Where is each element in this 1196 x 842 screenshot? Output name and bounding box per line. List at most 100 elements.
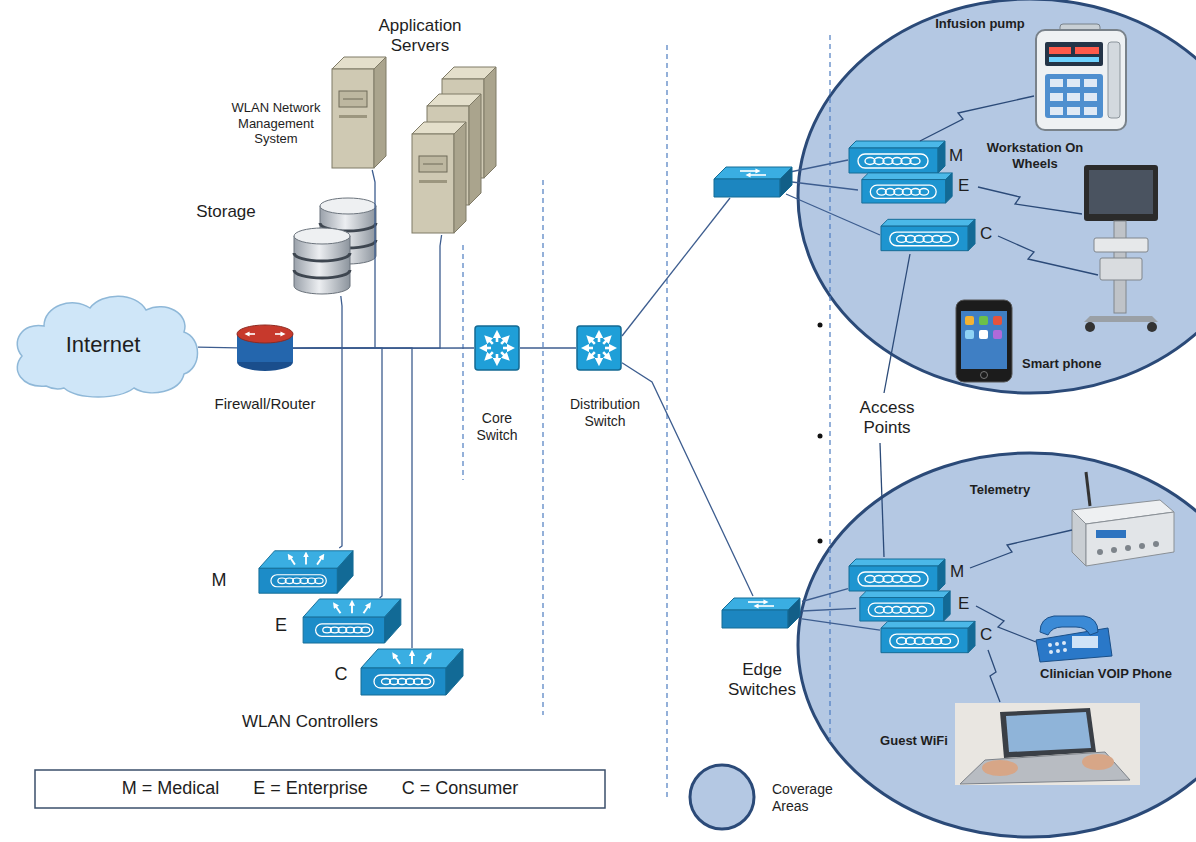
legend-box [35, 770, 605, 808]
server-icon [412, 122, 466, 233]
storage-icon [294, 228, 350, 294]
infusion-pump-image [1108, 42, 1120, 118]
smart-phone-image [993, 330, 1002, 339]
storage-icon [294, 198, 376, 294]
smart-phone-image [956, 300, 1012, 382]
zone-divider [542, 180, 543, 715]
wireless-link [970, 530, 1072, 568]
continuation-dots [818, 323, 823, 328]
telemetry-image [1111, 547, 1117, 553]
guest-laptop-image [955, 703, 1140, 785]
voip-phone-image [1048, 643, 1052, 647]
smart-phone-image [956, 300, 1012, 382]
wireless-link [978, 187, 1082, 214]
switch-icon [475, 326, 519, 370]
voip-phone-image [1048, 641, 1067, 654]
legend-text-row: M = MedicalE = EnterpriseC = Consumer [35, 770, 605, 808]
device-node: Guest WiFi [955, 703, 1140, 785]
access-point: C [880, 620, 976, 654]
infusion-pump-image [1050, 79, 1063, 87]
access-point-icon [860, 591, 950, 621]
voip-phone-image [1063, 648, 1067, 652]
wired-link [622, 160, 880, 336]
network-link [293, 170, 375, 348]
node-label: E [268, 615, 294, 637]
network-link [293, 235, 442, 348]
network-link [293, 348, 342, 548]
network-link [293, 348, 382, 598]
continuation-dots [818, 323, 823, 544]
node-label: Edge Switches [707, 660, 817, 701]
smart-phone-image [961, 311, 1007, 369]
infusion-pump-image [1084, 107, 1097, 115]
node-label: Workstation On Wheels [980, 140, 1090, 171]
infusion-pump-image [1036, 30, 1126, 130]
node-label: Core Switch [462, 410, 532, 444]
network-link [802, 619, 880, 630]
guest-laptop-image [982, 760, 1018, 776]
node-label: M [950, 562, 972, 582]
guest-laptop-image [1082, 754, 1114, 770]
telemetry-image [1096, 530, 1126, 538]
node-label: Clinician VOIP Phone [1040, 666, 1190, 682]
workstation-image [1084, 165, 1158, 221]
voip-phone-image [1040, 616, 1098, 635]
free-label: WLAN Controllers [225, 712, 395, 732]
access-point: C [880, 218, 976, 252]
label-holder: WLAN Controllers [225, 712, 395, 732]
access-point-icon [849, 141, 945, 173]
workstation-image [1100, 258, 1142, 280]
access-point: M [848, 558, 946, 592]
firewall-router: Firewall/Router [237, 325, 293, 372]
wired-link [790, 160, 848, 172]
free-label: Access Points [848, 398, 926, 439]
network-link [622, 363, 753, 596]
network-link [802, 589, 848, 602]
node-label: M [949, 146, 971, 166]
server-icon [332, 57, 386, 168]
infusion-pump-image [1067, 107, 1080, 115]
wired-link [792, 182, 858, 190]
wlan-controller: C [360, 648, 464, 696]
storage-node: Storage [292, 196, 378, 296]
device-node: Infusion pump [1036, 24, 1126, 130]
legend-key-text: E = Enterprise [253, 778, 368, 800]
smart-phone-image [979, 330, 988, 339]
guest-laptop-image [1006, 712, 1091, 752]
access-point: E [856, 590, 954, 622]
node-label: Storage [176, 202, 276, 222]
access-point-icon [881, 621, 975, 652]
node-label: WLAN Network Management System [228, 100, 324, 147]
node-label: Application Servers [360, 16, 480, 57]
wireless-link [988, 650, 1000, 702]
smart-phone-image [979, 316, 988, 325]
controller-icon [361, 649, 463, 695]
legend-item: Coverage Areas [772, 781, 852, 815]
guest-laptop-image [1000, 708, 1096, 758]
guest-laptop-image [960, 752, 1130, 784]
legend-key-text: M = Medical [122, 778, 220, 800]
telemetry-image [1086, 472, 1090, 506]
firewall-router-icon [275, 333, 283, 335]
telemetry-image [1125, 545, 1131, 551]
zone-divider [462, 245, 463, 480]
node-label: Firewall/Router [205, 395, 325, 413]
access-point: E [858, 172, 956, 204]
node-label: M [206, 570, 232, 592]
leader-line [884, 254, 910, 393]
network-link [198, 346, 237, 348]
node-label: Distribution Switch [549, 396, 661, 430]
node-label: E [958, 594, 980, 614]
firewall-router-icon [237, 325, 293, 343]
access-point-icon [862, 173, 952, 203]
distribution-switch: Distribution Switch [576, 325, 622, 371]
infusion-pump-image [1050, 79, 1097, 115]
infusion-pump-image [1067, 79, 1080, 87]
voip-phone-image [1072, 636, 1098, 648]
label-holder: Access Points [848, 398, 926, 439]
continuation-dots [818, 434, 823, 439]
node-label: Telemetry [955, 482, 1045, 498]
device-node: Workstation On Wheels [1084, 165, 1158, 332]
access-point: M [848, 140, 946, 174]
legend-text: Coverage Areas [772, 781, 852, 815]
